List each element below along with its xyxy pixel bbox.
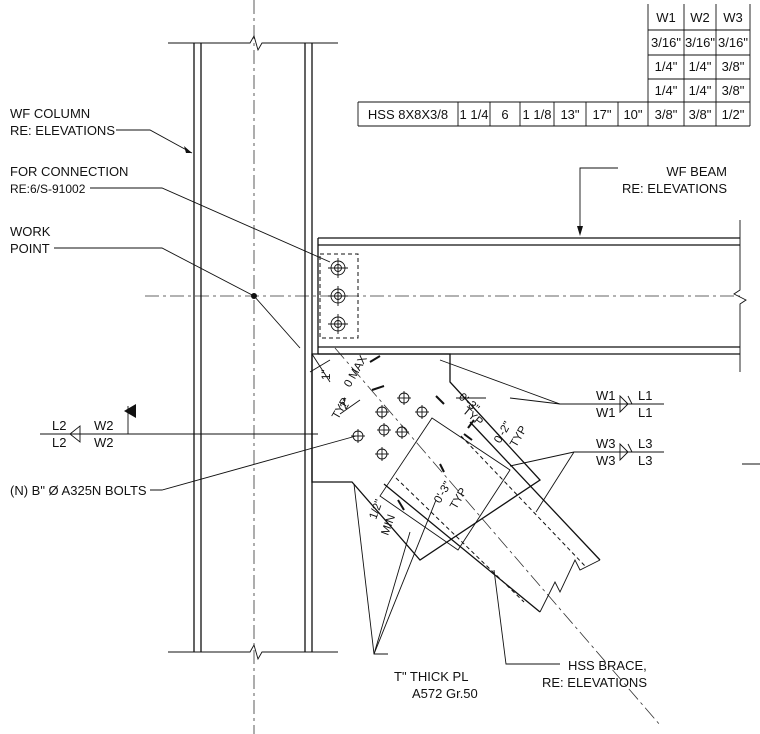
table-cell: 3/16": [685, 35, 715, 50]
table-cell: 1/4": [689, 59, 712, 74]
weld-l2-top: L2: [52, 418, 66, 433]
dim-1-inch: 1": [321, 370, 333, 380]
label-wf-beam-1: WF BEAM: [666, 164, 727, 179]
weld-w3-bottom: W3: [596, 453, 616, 468]
schedule-table: W1 W2 W3 3/16" 3/16" 3/16" 1/4" 1/4" 3/8…: [357, 4, 751, 127]
label-wf-beam-2: RE: ELEVATIONS: [622, 181, 727, 196]
table-cell: 3/8": [689, 107, 712, 122]
bolt: [377, 423, 391, 437]
bolt: [395, 425, 409, 439]
bolt: [397, 391, 411, 405]
table-cell: 3/16": [651, 35, 681, 50]
leader-lines: [54, 129, 618, 665]
center-lines: [145, 0, 740, 734]
bolt: [328, 314, 348, 334]
table-cell: 1 1/8: [523, 107, 552, 122]
label-work-point-1: WORK: [10, 224, 51, 239]
weld-symbol-w3: W3 W3 L3 L3: [574, 436, 664, 468]
weld-l3-top: L3: [638, 436, 652, 451]
weld-w2-bottom: W2: [94, 435, 114, 450]
table-cell: 1/4": [689, 83, 712, 98]
table-cell: 17": [592, 107, 611, 122]
gusset-bolts: [351, 391, 429, 461]
table-cell: 3/8": [722, 83, 745, 98]
bolt: [415, 405, 429, 419]
hss-brace: [379, 417, 601, 613]
shear-tab: [319, 253, 359, 339]
weld-l3-bottom: L3: [638, 453, 652, 468]
weld-l2-bottom: L2: [52, 435, 66, 450]
label-bolts: (N) B" Ø A325N BOLTS: [10, 483, 147, 498]
label-thick-pl-1: T" THICK PL: [394, 669, 468, 684]
table-cell: 3/8": [722, 59, 745, 74]
table-cell: 1/4": [655, 83, 678, 98]
dimension-marks: [309, 355, 475, 511]
bolt: [375, 405, 389, 419]
weld-w3-top: W3: [596, 436, 616, 451]
gusset-plate: [311, 353, 541, 561]
table-cell: 6: [501, 107, 508, 122]
table-cell: 3/16": [718, 35, 748, 50]
bolt: [351, 429, 365, 443]
label-hss-brace-2: RE: ELEVATIONS: [542, 675, 647, 690]
weld-w1-bottom: W1: [596, 405, 616, 420]
table-cell: 1/2": [722, 107, 745, 122]
label-for-connection-1: FOR CONNECTION: [10, 164, 128, 179]
callout-labels: WF COLUMN RE: ELEVATIONS FOR CONNECTION …: [10, 106, 727, 701]
table-cell: 10": [623, 107, 642, 122]
label-hss-brace-1: HSS BRACE,: [568, 658, 647, 673]
label-work-point-2: POINT: [10, 241, 50, 256]
dim-2-typ-1: 2": [338, 396, 354, 411]
label-wf-column-2: RE: ELEVATIONS: [10, 123, 115, 138]
table-header-w3: W3: [723, 10, 743, 25]
weld-l1-top: L1: [638, 388, 652, 403]
table-cell: 3/8": [655, 107, 678, 122]
dimension-labels: 1" 0 MAX 2" TYP 0'-3" TYP 0'-2" TYP 0'-3…: [321, 353, 530, 537]
weld-symbol-w1: W1 W1 L1 L1: [560, 388, 664, 420]
weld-w1-top: W1: [596, 388, 616, 403]
weld-w2-top: W2: [94, 418, 114, 433]
label-for-connection-2: RE:6/S-91002: [10, 182, 86, 196]
table-cell: 1/4": [655, 59, 678, 74]
dim-max: 0 MAX: [342, 353, 370, 389]
bolt: [375, 447, 389, 461]
table-header-w2: W2: [690, 10, 710, 25]
label-wf-column-1: WF COLUMN: [10, 106, 90, 121]
bolt: [328, 258, 348, 278]
table-cell-section: HSS 8X8X3/8: [368, 107, 448, 122]
weld-symbol-w2: L2 L2 W2 W2: [40, 404, 318, 450]
label-thick-pl-2: A572 Gr.50: [412, 686, 478, 701]
table-cell: 13": [560, 107, 579, 122]
wf-column: [168, 34, 338, 661]
table-cell: 1 1/4: [460, 107, 489, 122]
bolt: [328, 286, 348, 306]
table-header-w1: W1: [656, 10, 676, 25]
weld-l1-bottom: L1: [638, 405, 652, 420]
